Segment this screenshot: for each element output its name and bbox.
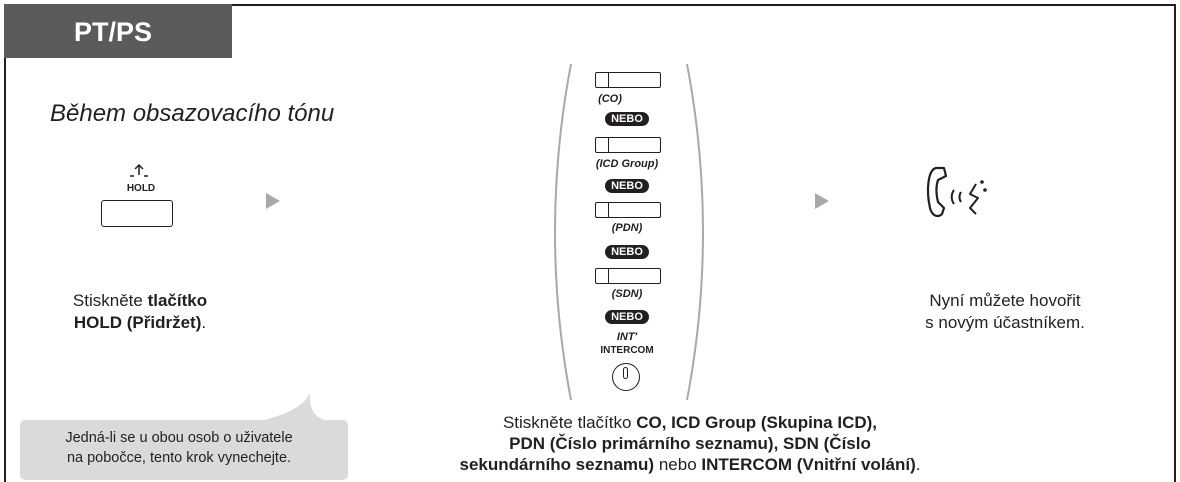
intercom-button[interactable] [612, 363, 640, 391]
intercom-label: INTERCOM [600, 345, 654, 356]
right-parenthesis [686, 63, 704, 401]
instruction-frame [4, 4, 1176, 482]
int-symbol: INT' [616, 331, 638, 343]
hold-button[interactable] [101, 200, 173, 227]
icd-group-key-label: (ICD Group) [595, 158, 659, 170]
header-tab: PT/PS [4, 4, 232, 58]
nebo-badge: NEBO [605, 112, 649, 126]
triangle-right-icon [815, 193, 829, 209]
handset-talking-icon [926, 166, 987, 218]
icd-group-key[interactable] [595, 137, 661, 153]
step3-instruction: Nyní můžete hovořit s novým účastníkem. [925, 291, 1085, 332]
step2-instruction: Stiskněte tlačítko CO, ICD Group (Skupin… [459, 413, 921, 474]
nebo-badge: NEBO [605, 310, 649, 324]
step1-instruction: Stiskněte tlačítko HOLD (Přidržet). [72, 291, 208, 332]
hold-icon [130, 163, 148, 177]
left-parenthesis [554, 63, 572, 401]
pdn-key[interactable] [595, 202, 661, 218]
sdn-key[interactable] [595, 268, 661, 284]
co-key-label: (CO) [598, 93, 622, 105]
note-text: Jedná-li se u obou osob o uživatele na p… [65, 430, 293, 466]
co-key[interactable] [595, 72, 661, 88]
hold-key-label: HOLD [126, 183, 156, 194]
sdn-key-label: (SDN) [611, 288, 643, 300]
nebo-badge: NEBO [605, 245, 649, 259]
triangle-right-icon [266, 193, 280, 209]
nebo-badge: NEBO [605, 179, 649, 193]
note-bubble [20, 392, 348, 480]
pdn-key-label: (PDN) [611, 222, 643, 234]
condition-text: Během obsazovacího tónu [50, 100, 335, 127]
